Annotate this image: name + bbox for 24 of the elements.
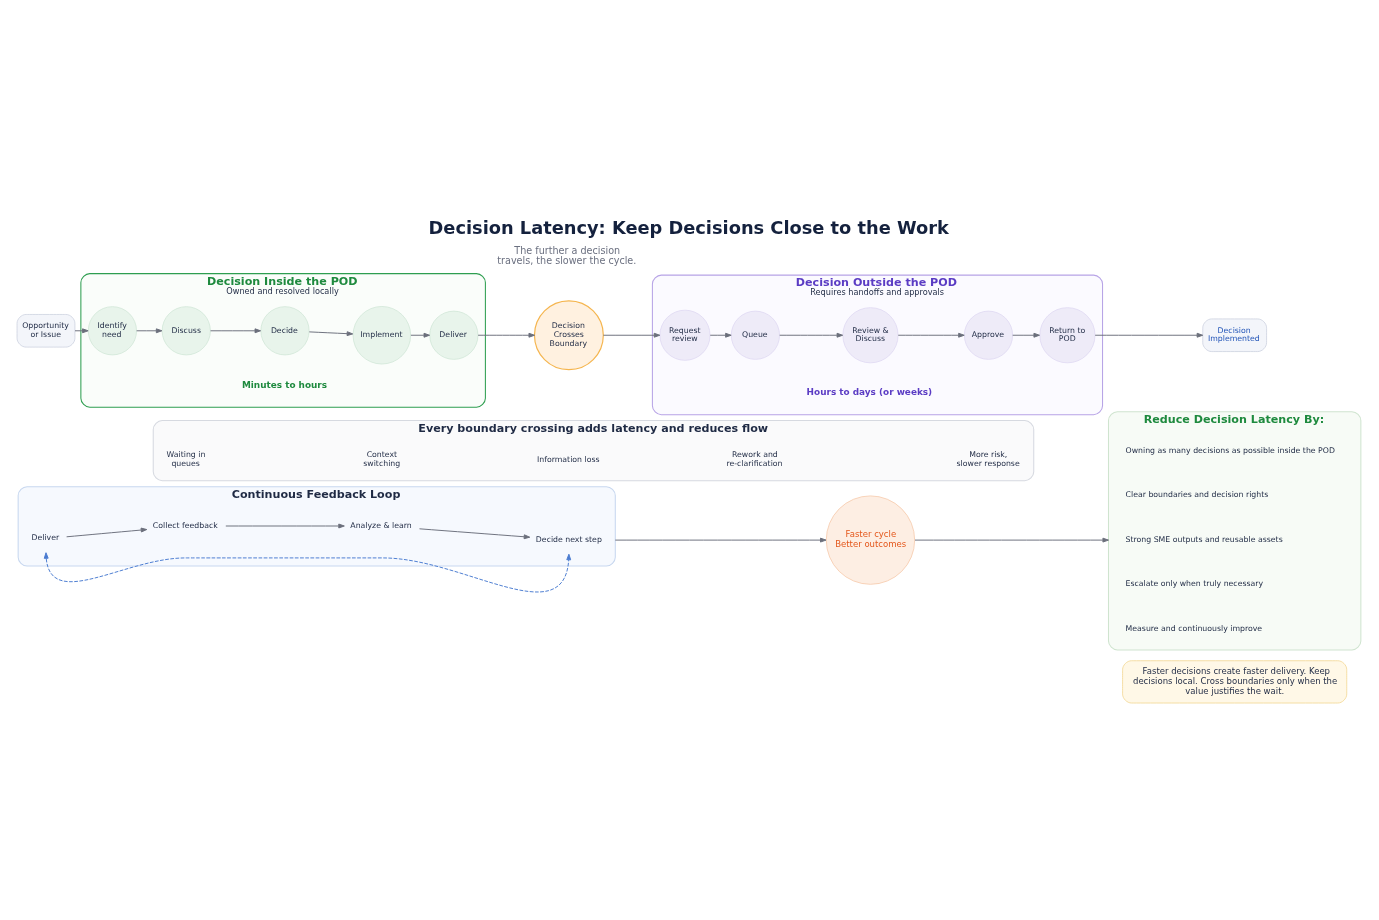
arrow [779,332,844,338]
arrow [308,330,354,336]
arrow [709,332,732,338]
arrow [1094,332,1204,338]
arrow [210,327,262,333]
arrow [1012,332,1040,338]
arrow [477,332,535,338]
arrow [602,332,661,338]
label: The further a decision travels, the slower the cycle. [497,244,637,266]
node-label: Hours to days (or weeks) [806,386,933,397]
arrow [897,332,965,338]
diagram-title: Decision Latency: Keep Decisions Close to the Work [428,216,949,238]
arrow [410,332,431,338]
arrow [225,523,345,528]
node-label: Minutes to hours [241,379,328,390]
node-box: Faster decisions create faster delivery. Keep decisions local. Cross boundaries only when the value justifies the wait. [1122,659,1348,703]
arrow [66,527,148,537]
arrow [74,327,89,333]
node-circle: Faster cycle Better outcomes [825,495,916,585]
arrow [614,537,827,543]
arrow [914,537,1109,543]
arrow [419,527,531,539]
arrow [43,551,572,592]
arrow [136,327,163,333]
